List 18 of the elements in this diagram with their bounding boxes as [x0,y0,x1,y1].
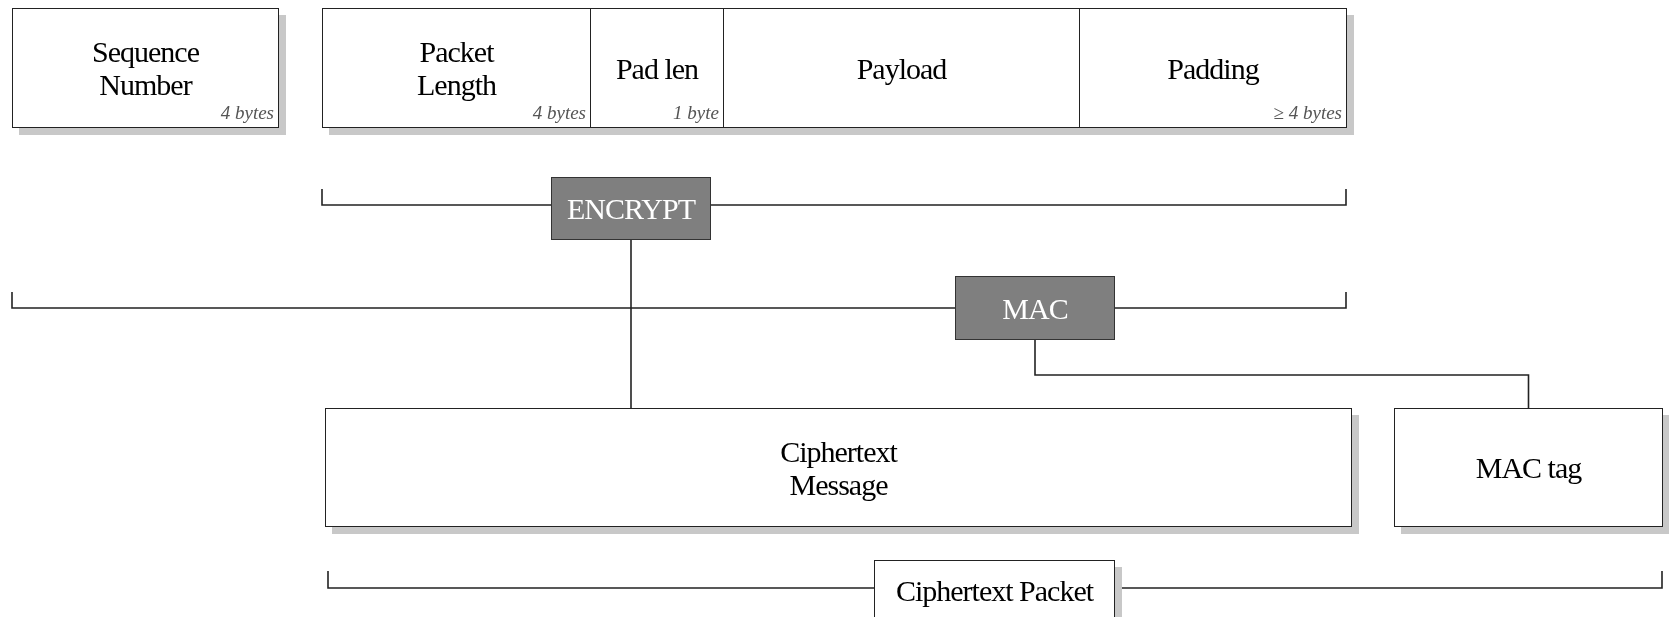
field-label: Payload [856,51,947,85]
operation-label: MAC [1002,291,1068,325]
field-label: Sequence Number [91,35,200,101]
operation-label: ENCRYPT [567,192,695,225]
size-note: ≥ 4 bytes [1273,102,1342,124]
operation-box [955,276,1115,340]
field-label: Ciphertext Message [779,434,899,501]
size-note: 1 byte [673,102,719,124]
field-label: Ciphertext Packet [895,573,1094,607]
field-label: Pad len [615,51,699,85]
size-note: 4 bytes [220,102,274,124]
connector-line [1034,339,1530,409]
size-note: 4 bytes [532,102,586,124]
operation-box [551,177,711,240]
field-label: Packet Length [416,35,498,101]
field-label: MAC tag [1475,451,1582,484]
field-label: Padding [1167,51,1259,85]
connector-line [630,239,632,409]
